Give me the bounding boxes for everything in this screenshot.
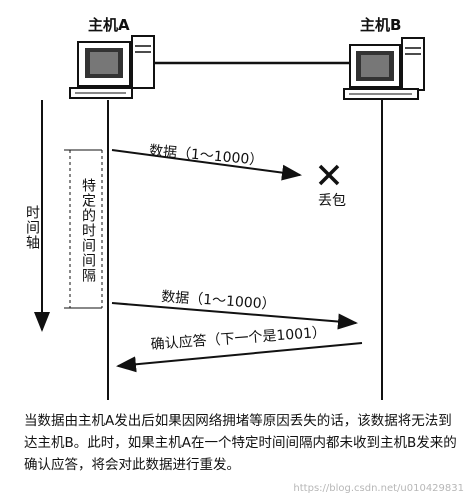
computer-b-icon [343, 37, 425, 100]
interval-label: 特定的时间间隔 [80, 178, 96, 283]
packet1-arrow [111, 149, 302, 181]
packet2-arrow [111, 302, 358, 330]
interval-bracket [64, 149, 103, 309]
watermark: https://blog.csdn.net/u010429831 [293, 483, 464, 494]
time-axis-label: 时间轴 [24, 205, 40, 250]
host-b-label: 主机B [360, 16, 402, 34]
lost-x-icon [318, 164, 340, 186]
caption-text: 当数据由主机A发出后如果因网络拥堵等原因丢失的话，该数据将无法到达主机B。此时，… [24, 413, 457, 473]
ack-arrow [116, 342, 363, 373]
lost-label: 丢包 [318, 193, 346, 209]
computer-a-icon [69, 35, 155, 99]
host-a-label: 主机A [88, 16, 130, 34]
